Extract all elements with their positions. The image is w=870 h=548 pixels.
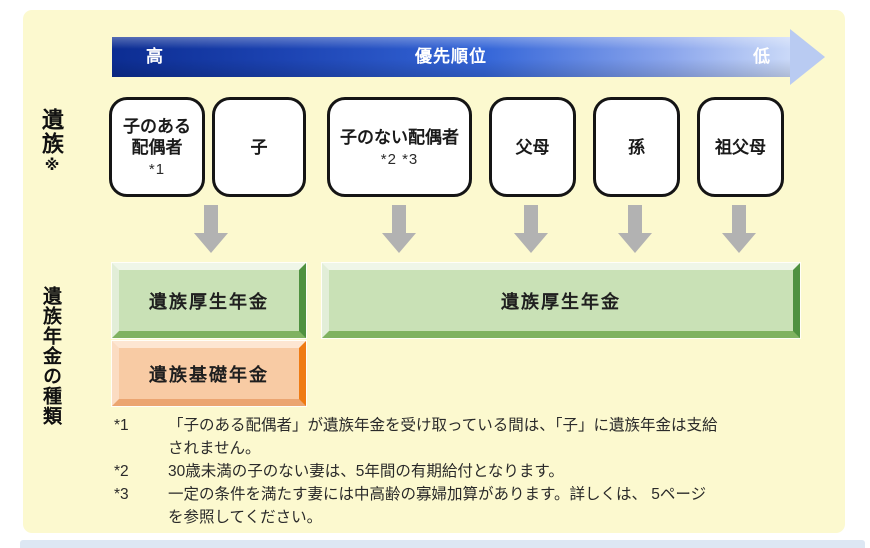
priority-arrow-body <box>112 37 790 77</box>
down-arrow-icon <box>194 205 228 253</box>
priority-arrow: 高 優先順位 低 <box>112 29 825 85</box>
footnote-marker: *3 <box>114 486 129 503</box>
footnote-marker: *1 <box>114 417 129 434</box>
priority-low-label: 低 <box>753 47 770 66</box>
priority-arrow-head-icon <box>790 29 825 85</box>
pension-bar-kosei-right: 遺族厚生年金 <box>322 263 800 338</box>
survivor-name: 子 <box>250 137 268 157</box>
pension-bar-kosei-left: 遺族厚生年金 <box>112 263 306 338</box>
survivor-name: 子のない配偶者 <box>340 127 459 147</box>
survivor-note: *2 *3 <box>380 150 419 168</box>
footnote-text: 「子のある配偶者」が遺族年金を受け取っている間は、「子」に遺族年金は支給 されま… <box>168 417 718 457</box>
footnote-item-2: *2 30歳未満の子のない妻は、5年間の有期給付となります。 <box>114 460 774 483</box>
survivors-side-label: 遺族※ <box>35 108 67 174</box>
bottom-strip <box>20 540 865 548</box>
down-arrow-icon <box>618 205 652 253</box>
survivors-side-label-text: 遺族 <box>39 108 64 156</box>
pension-bar-label: 遺族厚生年金 <box>149 291 269 312</box>
survivor-name: 祖父母 <box>715 137 766 157</box>
down-arrow-icon <box>722 205 756 253</box>
survivor-box-spouse-with-child: 子のある配偶者 *1 <box>109 97 205 197</box>
pension-bar-label: 遺族厚生年金 <box>501 291 621 312</box>
pension-types-side-label: 遺族年金の種類 <box>37 286 64 426</box>
footnote-marker: *2 <box>114 463 129 480</box>
survivors-side-label-note: ※ <box>43 156 60 174</box>
survivor-name: 父母 <box>515 137 550 157</box>
footnotes: *1 「子のある配偶者」が遺族年金を受け取っている間は、「子」に遺族年金は支給 … <box>114 414 774 529</box>
survivor-name: 子のある配偶者 <box>123 117 191 157</box>
survivor-box-child: 子 <box>212 97 306 197</box>
pension-types-side-label-text: 遺族年金の種類 <box>40 286 61 426</box>
down-arrow-icon <box>514 205 548 253</box>
survivor-box-spouse-without-child: 子のない配偶者 *2 *3 <box>327 97 472 197</box>
pension-bar-label: 遺族基礎年金 <box>149 364 269 385</box>
survivor-box-grandparents: 祖父母 <box>697 97 784 197</box>
footnote-item-3: *3 一定の条件を満たす妻には中高齢の寡婦加算があります。詳しくは、 5ページ … <box>114 483 774 529</box>
survivor-note: *1 <box>148 161 166 178</box>
survivor-box-grandchild: 孫 <box>593 97 680 197</box>
down-arrow-icon <box>382 205 416 253</box>
priority-title-label: 優先順位 <box>415 47 487 66</box>
pension-bar-kiso-left: 遺族基礎年金 <box>112 341 306 406</box>
footnote-text: 一定の条件を満たす妻には中高齢の寡婦加算があります。詳しくは、 5ページ を参照… <box>168 486 707 526</box>
survivor-name: 孫 <box>628 137 645 157</box>
footnote-item-1: *1 「子のある配偶者」が遺族年金を受け取っている間は、「子」に遺族年金は支給 … <box>114 414 774 460</box>
footnote-text: 30歳未満の子のない妻は、5年間の有期給付となります。 <box>168 463 564 480</box>
survivor-box-parents: 父母 <box>489 97 576 197</box>
priority-high-label: 高 <box>146 47 163 66</box>
